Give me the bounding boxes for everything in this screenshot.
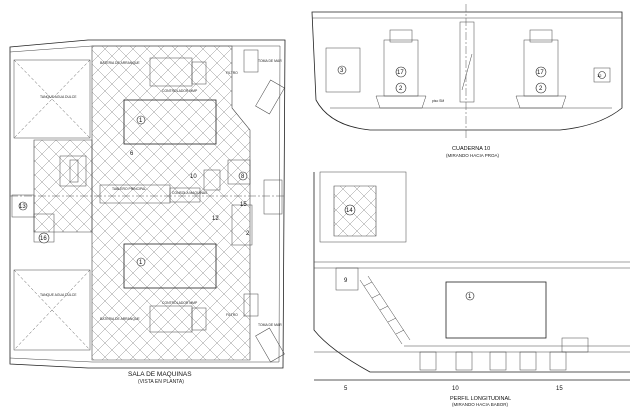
profile-num-1: 1 [468, 294, 472, 300]
section-view: 3 17 2 17 2 12 piso SM CUADERNA 10 (MIRA… [311, 4, 623, 158]
hull-outline [9, 39, 286, 369]
plan-num-engine-upper: 1 [139, 118, 143, 124]
plan-label-console: CONSOLA MAQUINAS [172, 191, 208, 195]
section-num-17b: 17 [537, 70, 544, 76]
profile-title: PERFIL LONGITUDINAL [450, 396, 511, 402]
plan-num-engine-lower: 1 [139, 260, 143, 266]
plan-label-tank-upper: TANQUE AGUA DULCE [40, 95, 77, 99]
plan-title: SALA DE MAQUINAS [128, 371, 192, 378]
plan-label-control-upper: CONTROLADOR MMP [162, 89, 198, 93]
plan-label-main-panel: TABLERO PRINCIPAL [112, 187, 146, 191]
console [169, 187, 201, 203]
profile-num-14: 14 [346, 208, 353, 214]
floor-plates [91, 45, 251, 361]
plan-num-13: 13 [19, 204, 26, 210]
main-engine-lower [123, 243, 217, 289]
plan-view: 1 1 8 16 13 15 2 TANQUE AGUA DULCE TANQU… [9, 39, 286, 385]
plan-label-seacock-upper: TOMA DE MAR [258, 59, 282, 63]
section-title: CUADERNA 10 [452, 146, 490, 152]
frame-15: 15 [556, 386, 563, 392]
plan-num-8: 8 [241, 174, 245, 180]
plan-num-2: 2 [246, 231, 250, 237]
plan-label-control-lower: CONTROLADOR MMP [162, 301, 198, 305]
plan-label-seacock-lower: TOMA DE MAR [258, 323, 282, 327]
section-num-3: 3 [340, 68, 344, 74]
section-hull [311, 11, 623, 131]
tank-lower-box [13, 269, 91, 351]
plan-label-tank-lower: TANQUE AGUA DULCE [40, 293, 77, 297]
plan-num-10: 10 [190, 174, 197, 180]
section-num-2b: 2 [539, 86, 543, 92]
profile-subtitle: (MIRANDO HACIA BABOR) [452, 402, 509, 407]
plan-num-12: 12 [212, 216, 219, 222]
section-num-17a: 17 [397, 70, 404, 76]
main-engine-upper [123, 99, 217, 145]
section-subtitle: (MIRANDO HACIA PROA) [446, 153, 500, 158]
plan-num-15: 15 [240, 202, 247, 208]
profile-view: 14 9 1 5 10 15 PERFIL LONGITUDINAL (MIRA… [313, 171, 630, 407]
plan-subtitle: (VISTA EN PLANTA) [138, 379, 184, 385]
plan-label-filter-upper: FILTRO [226, 71, 238, 75]
plan-label-battery-upper: BATERIA DE ARRANQUE [100, 61, 140, 65]
plan-num-6: 6 [130, 151, 134, 157]
section-num-2a: 2 [399, 86, 403, 92]
plan-num-16: 16 [40, 236, 47, 242]
plan-label-filter-lower: FILTRO [226, 313, 238, 317]
plan-label-battery-lower: BATERIA DE ARRANQUE [100, 317, 140, 321]
profile-main-engine [445, 281, 547, 339]
frame-5: 5 [344, 386, 348, 392]
profile-num-9: 9 [344, 278, 348, 284]
section-num-12: 12 [597, 73, 602, 78]
section-floor-label: piso SM [432, 99, 444, 103]
profile-hull [313, 172, 630, 373]
tank-upper-box [13, 59, 91, 139]
frame-10: 10 [452, 386, 459, 392]
